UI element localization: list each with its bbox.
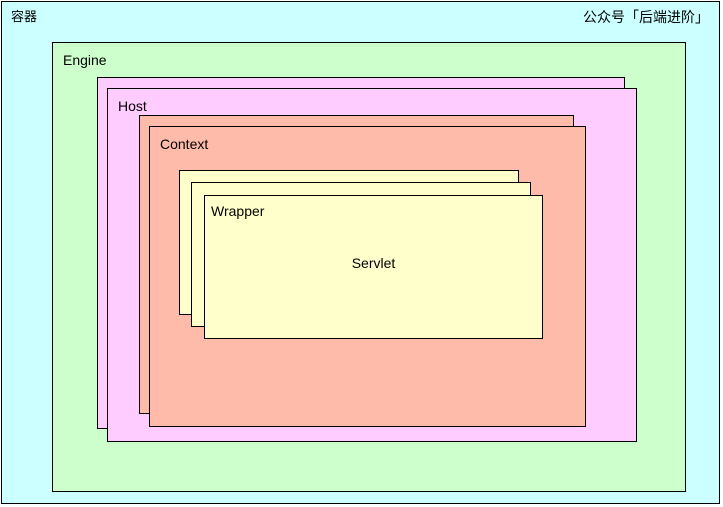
watermark-label: 公众号「后端进阶」: [583, 9, 709, 25]
wrapper-node: Wrapper Servlet: [179, 170, 543, 339]
wrapper-layer-front: [204, 195, 543, 339]
container-title: 容器: [11, 9, 38, 24]
